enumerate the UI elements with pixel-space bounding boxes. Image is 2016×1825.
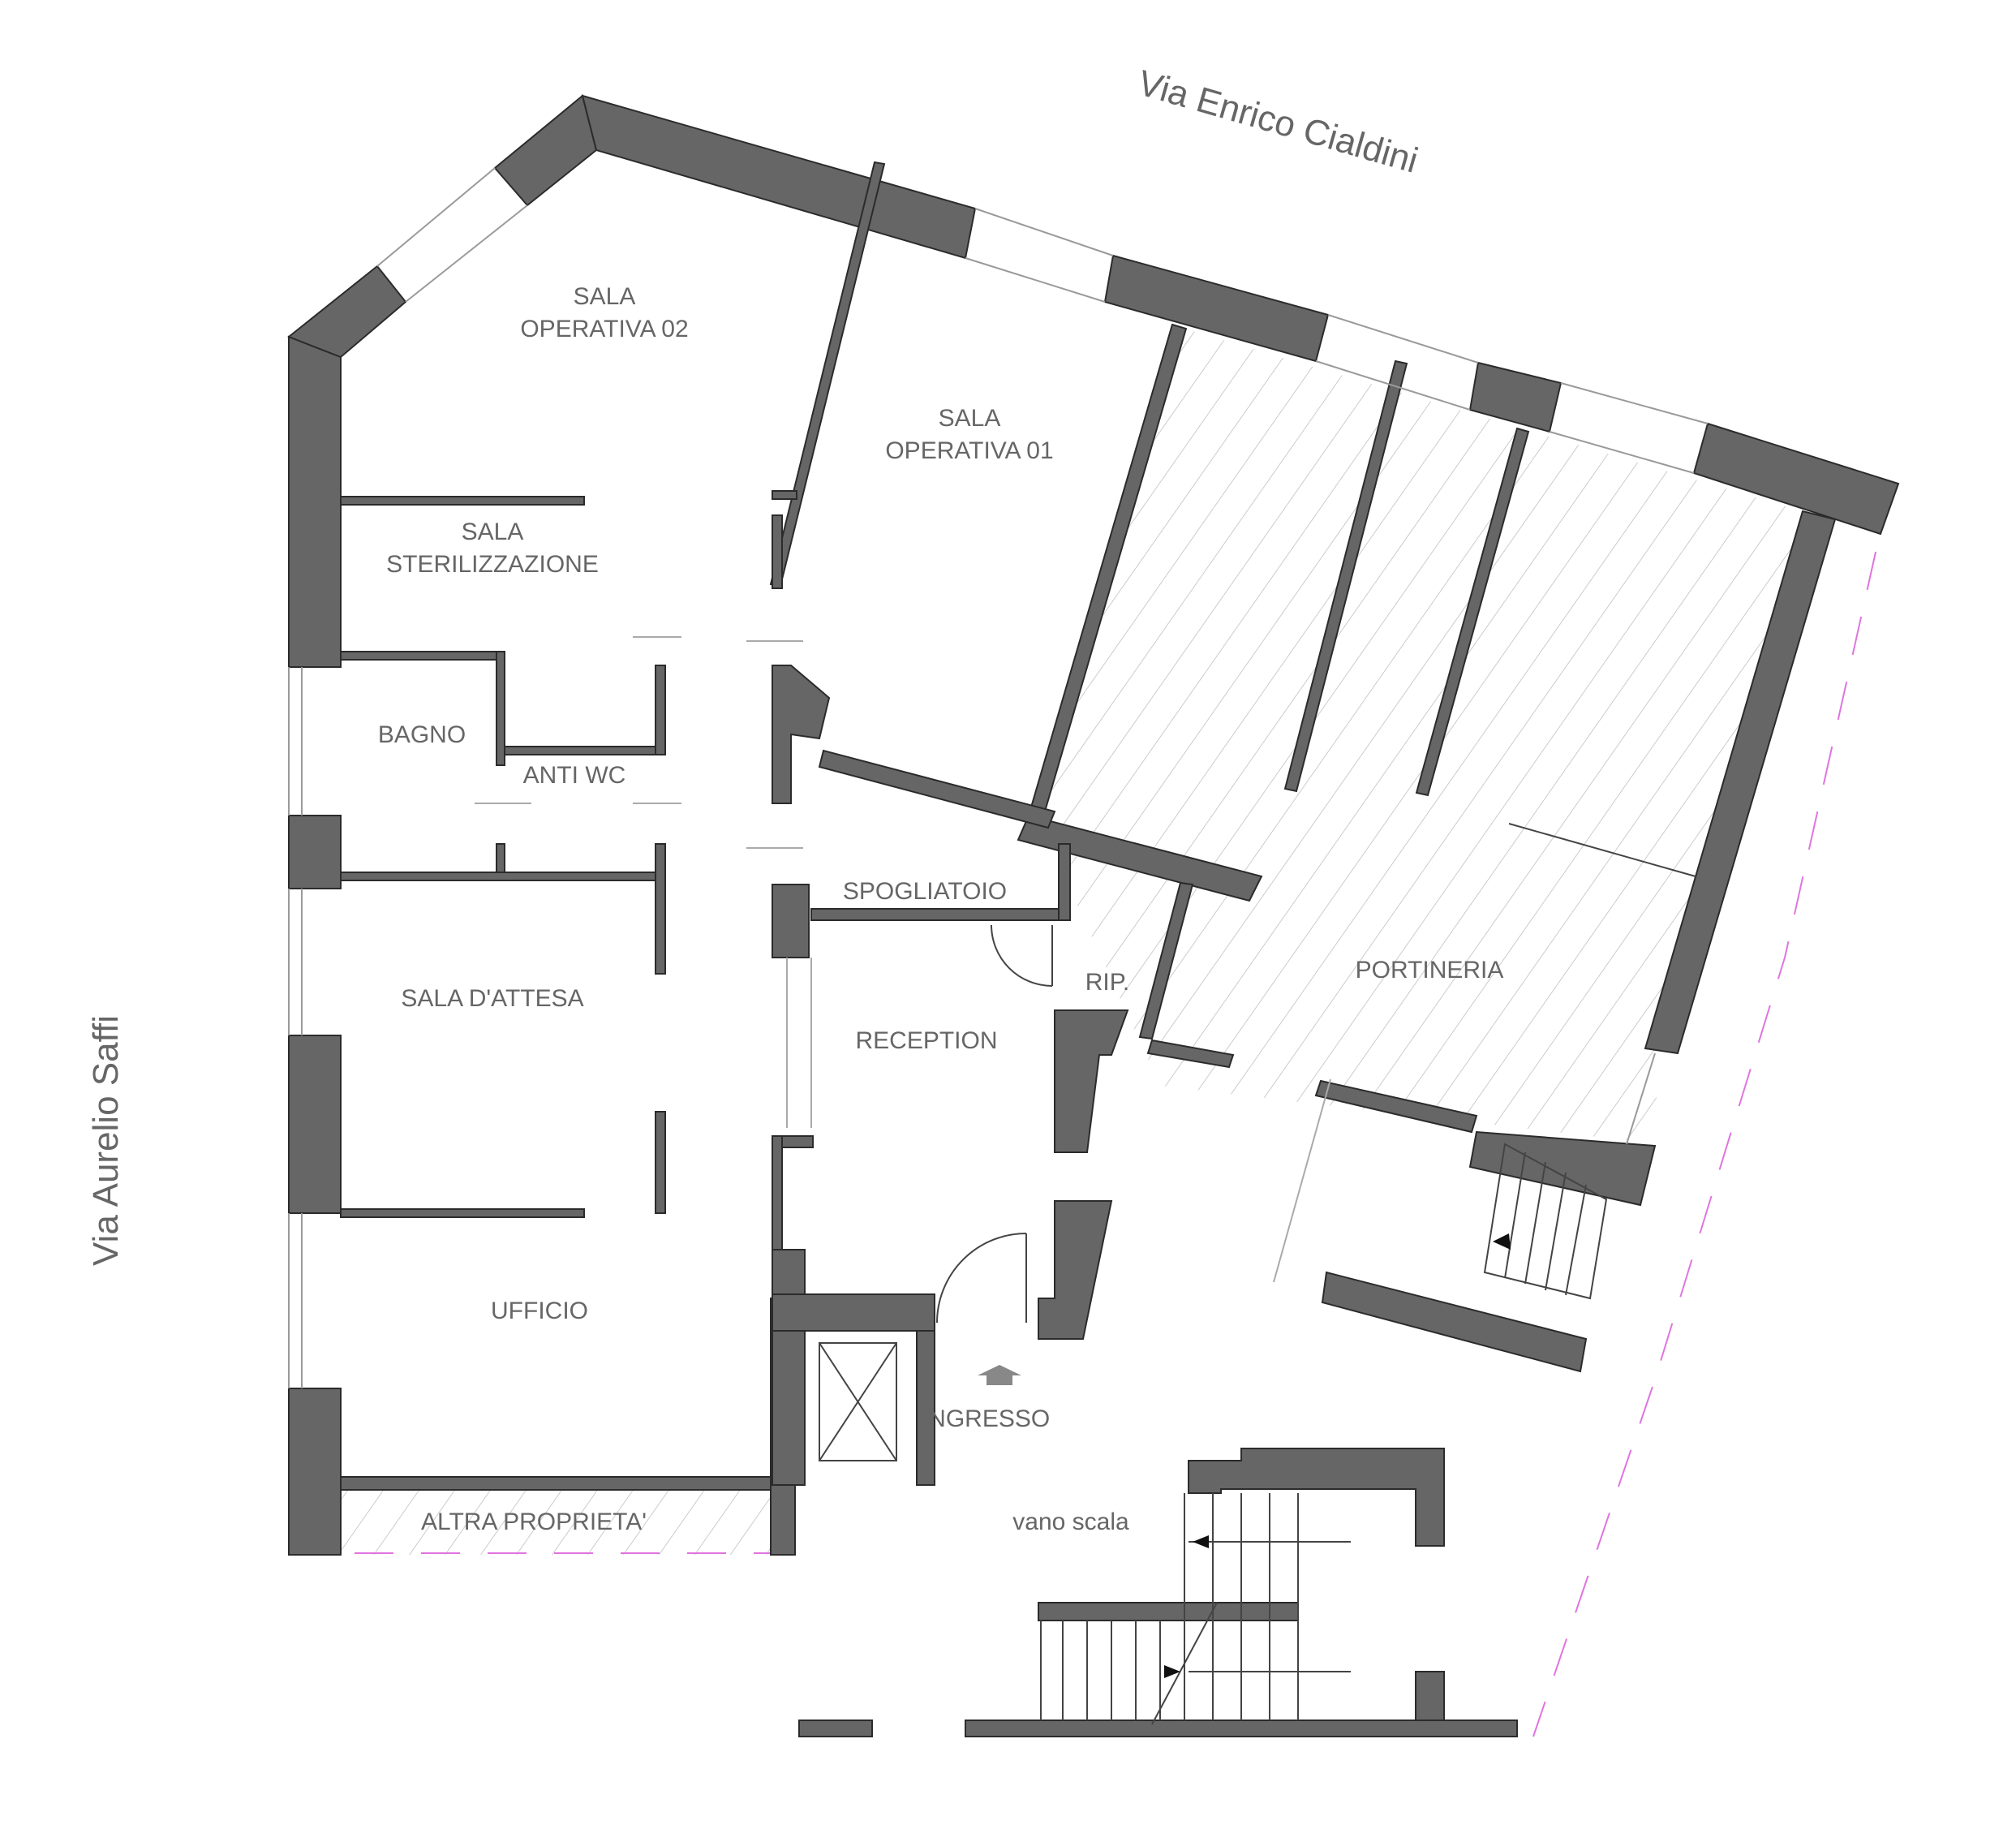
room-label-sala-operativa-02: SALA [574, 283, 636, 310]
room-label-sala-operativa-01: SALA [939, 405, 1001, 432]
room-label-sala-sterilizzazione-line2: STERILIZZAZIONE [386, 551, 599, 578]
street-label-north: Via Enrico Cialdini [1133, 63, 1422, 181]
room-label-ufficio: UFFICIO [491, 1298, 588, 1324]
room-label-sala-attesa: SALA D'ATTESA [401, 985, 583, 1012]
outer-walls [287, 94, 1900, 1556]
room-label-portineria: PORTINERIA [1356, 957, 1504, 984]
street-label-west: Via Aurelio Saffi [86, 1015, 126, 1266]
room-label-altra-proprieta: ALTRA PROPRIETA' [421, 1509, 647, 1535]
room-label-ingresso: INGRESSO [922, 1405, 1050, 1432]
staircase [1040, 1143, 1608, 1725]
room-label-bagno: BAGNO [378, 721, 466, 748]
room-label-rip: RIP. [1085, 969, 1129, 996]
windows [288, 167, 1709, 1388]
room-label-sala-sterilizzazione: SALA [462, 519, 524, 545]
property-line [1532, 486, 1891, 1737]
room-label-sala-operativa-01-line2: OPERATIVA 01 [885, 437, 1053, 464]
interior-walls [340, 490, 1588, 1737]
room-label-reception: RECEPTION [855, 1027, 997, 1054]
hatched-rooms-area [1040, 329, 1803, 1143]
doors [475, 636, 1696, 1324]
room-label-spogliatoio: SPOGLIATOIO [843, 878, 1007, 905]
room-label-vano-scala: vano scala [1012, 1509, 1129, 1535]
room-label-sala-operativa-02-line2: OPERATIVA 02 [520, 316, 688, 342]
hatched-other-property [341, 1490, 771, 1555]
entrance-arrow-icon [978, 1365, 1021, 1385]
room-label-anti-wc: ANTI WC [523, 762, 626, 789]
